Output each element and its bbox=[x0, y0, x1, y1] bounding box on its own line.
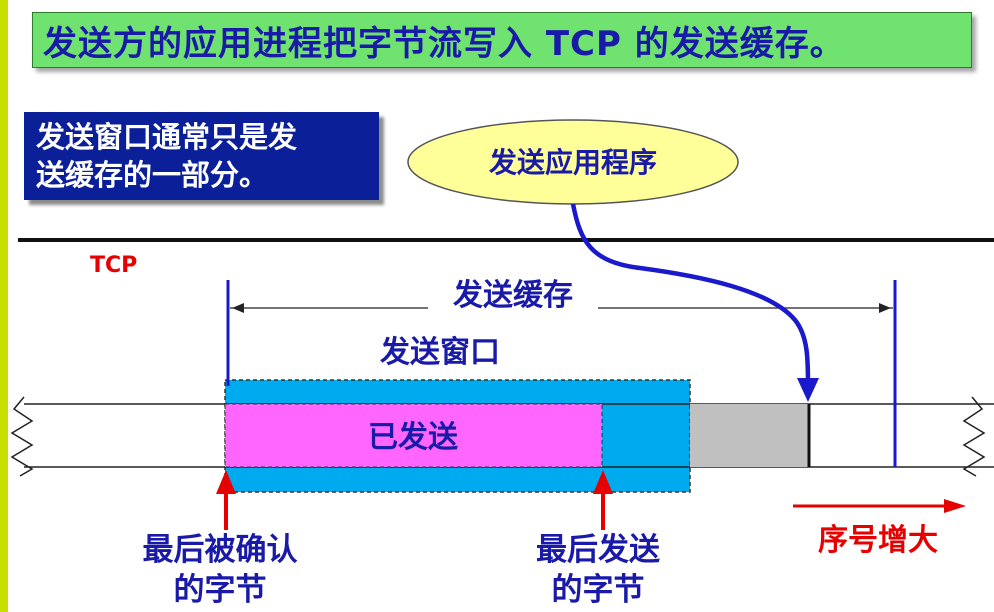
right-break-zigzag bbox=[962, 396, 986, 477]
buffered-unsent-region bbox=[690, 404, 809, 467]
last-sent-label-line2: 的字节 bbox=[552, 572, 645, 608]
app-label: 发送应用程序 bbox=[488, 146, 657, 179]
left-break-zigzag bbox=[10, 396, 34, 477]
send-window-label: 发送窗口 bbox=[379, 335, 500, 370]
seq-increase-label: 序号增大 bbox=[818, 523, 938, 558]
note-line-1: 发送窗口通常只是发 bbox=[36, 120, 298, 154]
last-sent-label-line1: 最后发送 bbox=[536, 532, 660, 568]
title-banner: 发送方的应用进程把字节流写入 TCP 的发送缓存。 bbox=[32, 12, 972, 68]
left-accent-bar bbox=[0, 0, 8, 612]
page-title: 发送方的应用进程把字节流写入 TCP 的发送缓存。 bbox=[43, 23, 845, 64]
note-line-2: 送缓存的一部分。 bbox=[36, 158, 269, 192]
last-acked-label-line2: 的字节 bbox=[174, 572, 267, 608]
buffer-span-arrow-right bbox=[879, 303, 891, 313]
note-box: 发送窗口通常只是发 送缓存的一部分。 bbox=[24, 112, 379, 200]
app-write-arrowhead bbox=[797, 378, 819, 402]
send-buffer-label: 发送缓存 bbox=[452, 278, 573, 313]
sent-label: 已发送 bbox=[368, 420, 458, 455]
sent-region bbox=[224, 403, 603, 468]
buffer-span-arrow-left bbox=[232, 303, 244, 313]
last-sent-arrowhead bbox=[593, 470, 613, 494]
tcp-label: TCP bbox=[90, 253, 137, 278]
app-write-arrow bbox=[570, 203, 811, 386]
last-acked-label-line1: 最后被确认 bbox=[143, 532, 298, 568]
last-acked-arrowhead bbox=[216, 470, 236, 494]
seq-increase-arrowhead bbox=[944, 499, 966, 513]
